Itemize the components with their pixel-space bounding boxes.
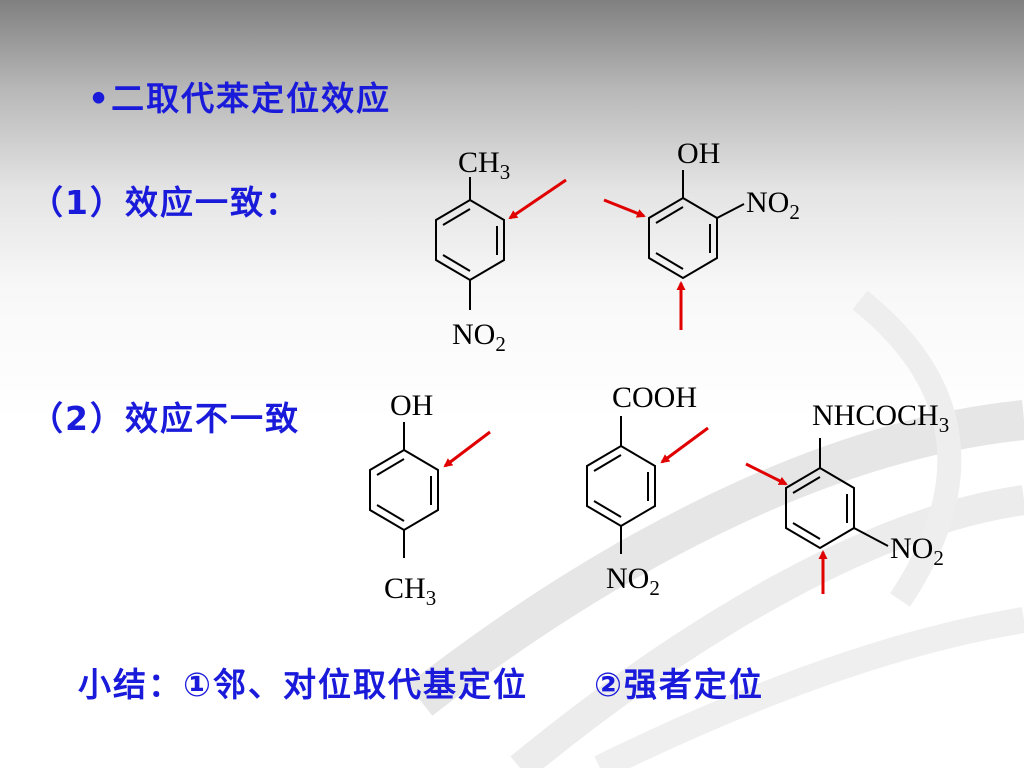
- arrow-ortho: [443, 430, 491, 468]
- title: •二取代苯定位效应: [88, 72, 391, 120]
- substituent-nhcoch3: NHCOCH3: [812, 399, 949, 437]
- substituent-oh: OH: [677, 137, 720, 170]
- molecule-m-nitroacetanilide: NHCOCH3 NO2: [745, 399, 949, 594]
- arrow-meta-to-cooh: [660, 426, 709, 464]
- molecule-o-nitrophenol: OH NO2: [603, 137, 800, 330]
- summary-point-2: ②强者定位: [593, 665, 764, 704]
- substituent-no2: NO2: [452, 318, 506, 356]
- molecule-p-nitrobenzoic-acid: COOH NO2: [586, 381, 709, 600]
- case2-label: （2）效应不一致: [30, 399, 300, 438]
- substituent-no2: NO2: [606, 562, 660, 600]
- title-text: 二取代苯定位效应: [111, 79, 392, 118]
- summary-point-1: ①邻、对位取代基定位: [183, 665, 528, 704]
- substituent-ch3: CH3: [384, 572, 436, 610]
- summary-prefix: 小结：: [78, 665, 183, 704]
- substituent-no2: NO2: [746, 186, 800, 224]
- molecule-p-nitrotoluene: CH3 NO2: [435, 146, 567, 356]
- arrow-left: [745, 462, 788, 486]
- arrow-ortho: [508, 178, 567, 220]
- case1-label: （1）效应一致：: [30, 183, 300, 222]
- molecule-p-cresol: OH CH3: [369, 389, 491, 610]
- substituent-ch3: CH3: [458, 146, 510, 184]
- title-bullet: •: [88, 79, 112, 118]
- substituent-cooh: COOH: [612, 381, 697, 414]
- substituent-no2: NO2: [890, 532, 944, 570]
- substituent-oh: OH: [390, 389, 433, 422]
- summary: 小结：①邻、对位取代基定位 ②强者定位: [78, 658, 764, 706]
- arrow-left: [603, 198, 646, 218]
